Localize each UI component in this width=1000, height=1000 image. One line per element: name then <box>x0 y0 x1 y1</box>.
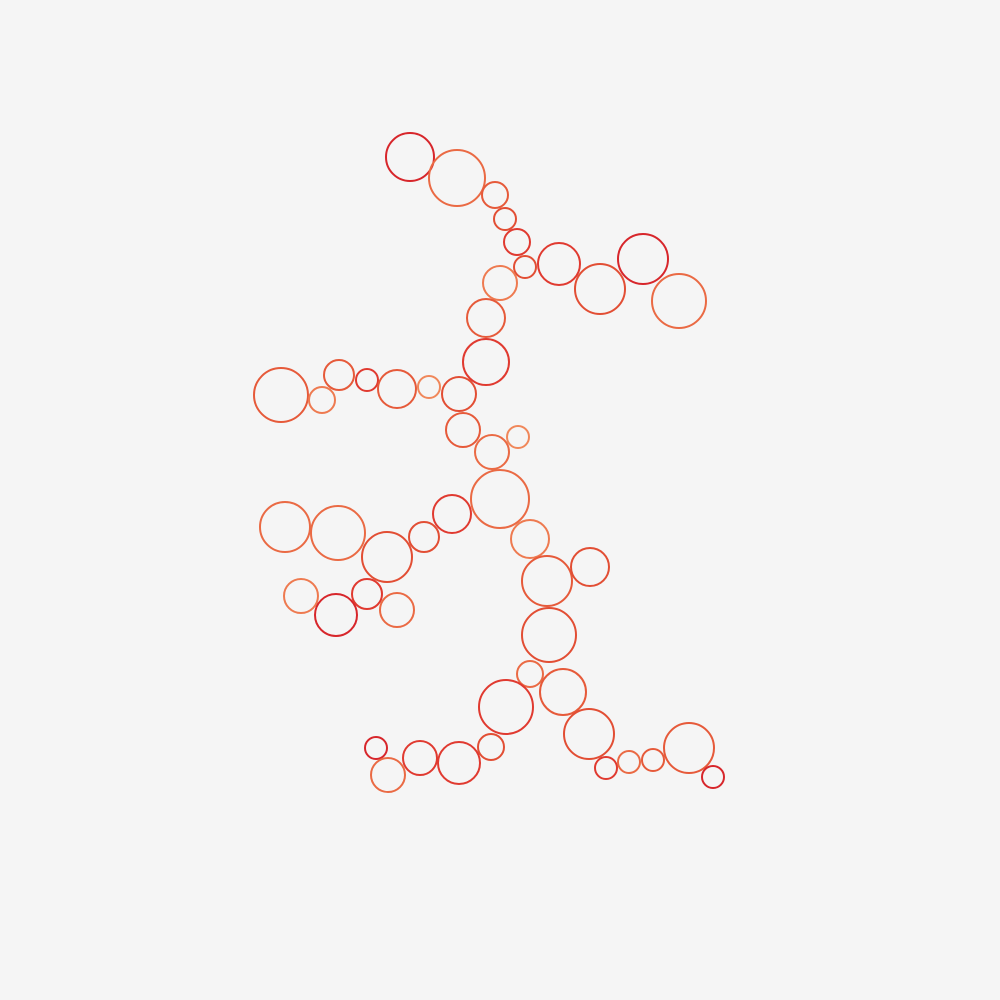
ring-circle <box>651 273 707 329</box>
ring-circle <box>314 593 358 637</box>
ring-circle <box>594 756 618 780</box>
ring-circle <box>379 592 415 628</box>
ring-circle <box>370 757 406 793</box>
ring-circle <box>617 750 641 774</box>
ring-circle <box>417 375 441 399</box>
ring-circle <box>310 505 366 561</box>
ring-circle <box>539 668 587 716</box>
ring-circle <box>432 494 472 534</box>
ring-circle <box>503 228 531 256</box>
ring-circle <box>462 338 510 386</box>
ring-circle <box>521 555 573 607</box>
ring-circle <box>478 679 534 735</box>
ring-circle <box>466 298 506 338</box>
ring-circle <box>521 607 577 663</box>
ring-circle <box>385 132 435 182</box>
ring-circle <box>402 740 438 776</box>
ring-circle <box>663 722 715 774</box>
ring-circle <box>617 233 669 285</box>
ring-circle <box>513 255 537 279</box>
ring-circle <box>283 578 319 614</box>
ring-circle <box>506 425 530 449</box>
ring-circle <box>428 149 486 207</box>
ring-circle <box>308 386 336 414</box>
ring-circle <box>563 708 615 760</box>
ring-circle <box>493 207 517 231</box>
ring-circle <box>259 501 311 553</box>
ring-circle <box>701 765 725 789</box>
ring-circle <box>516 660 544 688</box>
ring-circle <box>477 733 505 761</box>
ring-circle <box>437 741 481 785</box>
ring-circle <box>441 376 477 412</box>
ring-circle <box>253 367 309 423</box>
ring-circle <box>323 359 355 391</box>
ring-circle <box>470 469 530 529</box>
ring-circle <box>537 242 581 286</box>
ring-circle <box>482 265 518 301</box>
ring-circle <box>510 519 550 559</box>
ring-circle <box>377 369 417 409</box>
ring-circle <box>574 263 626 315</box>
ring-circle <box>445 412 481 448</box>
ring-circle <box>408 521 440 553</box>
ring-circle <box>481 181 509 209</box>
ring-circle <box>351 578 383 610</box>
ring-circle <box>355 368 379 392</box>
ring-circle <box>474 434 510 470</box>
ring-circle <box>361 531 413 583</box>
ring-circle <box>364 736 388 760</box>
ring-circle <box>641 748 665 772</box>
ring-circle <box>570 547 610 587</box>
